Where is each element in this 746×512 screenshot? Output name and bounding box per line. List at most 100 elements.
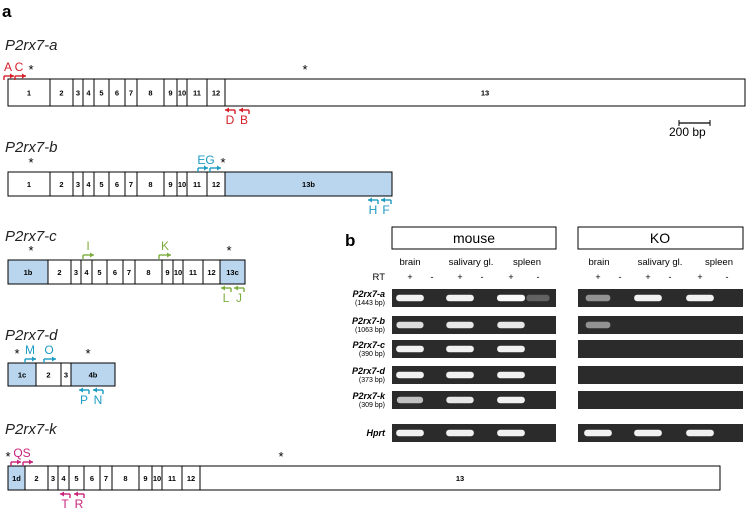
gel-rows: P2rx7-a(1443 bp)P2rx7-b(1063 bp)P2rx7-c(… bbox=[352, 289, 743, 442]
gel-band-mouse-lane-5 bbox=[497, 294, 525, 302]
primer-label-r: R bbox=[75, 497, 84, 511]
ko-col-salivary: salivary gl. bbox=[638, 257, 683, 268]
primer-label-m: M bbox=[25, 343, 35, 357]
group-label-mouse: mouse bbox=[453, 230, 495, 246]
gene-b-exon-label-4: 4 bbox=[86, 180, 91, 189]
gene-b-exon-1 bbox=[7, 171, 51, 197]
group-label-ko: KO bbox=[650, 230, 670, 246]
primer-p bbox=[79, 387, 90, 394]
gene-d-exon-label-1: 1c bbox=[18, 371, 26, 380]
gel-band-mouse-lane-3 bbox=[446, 294, 474, 302]
mouse-rt-sign-6: - bbox=[537, 272, 540, 282]
gene-c-exon-label-5: 5 bbox=[97, 268, 101, 277]
gel-band-ko-lane-5 bbox=[686, 294, 714, 302]
primer-label-l: L bbox=[223, 291, 230, 305]
gel-row-5: P2rx7-k(309 bp) bbox=[352, 391, 743, 409]
gene-b-exon-label-11: 11 bbox=[193, 180, 201, 189]
gene-d-exon-label-3: 3 bbox=[64, 371, 68, 380]
gene-a-exon-label-7: 7 bbox=[129, 89, 133, 98]
stop-star-7: * bbox=[14, 346, 19, 361]
gene-k-exon-label-4: 4 bbox=[61, 474, 66, 483]
gel-band-mouse-lane-5 bbox=[497, 429, 525, 437]
gene-d-exon-label-4: 4b bbox=[89, 371, 98, 380]
gene-k-exon-label-5: 5 bbox=[74, 474, 78, 483]
gel-band-ko-lane-5 bbox=[686, 429, 714, 437]
mouse-rt-sign-3: + bbox=[457, 272, 462, 282]
gel-row-label: P2rx7-b bbox=[352, 316, 386, 326]
gene-c-exon-label-2: 2 bbox=[57, 268, 61, 277]
primer-q bbox=[10, 459, 21, 466]
gel-row-size: (373 bp) bbox=[359, 377, 385, 384]
gene-a-exon-13 bbox=[224, 78, 746, 107]
gene-k-exon-label-13: 13 bbox=[456, 474, 464, 483]
gel-strip-ko bbox=[578, 316, 743, 334]
gel-row-size: (390 bp) bbox=[359, 351, 385, 358]
gel-row-size: (309 bp) bbox=[359, 402, 385, 409]
gel-band-mouse-lane-5 bbox=[497, 371, 525, 379]
gel-band-mouse-lane-5 bbox=[497, 396, 525, 404]
primer-label-q-s: QS bbox=[13, 446, 30, 460]
panel-a-label: a bbox=[2, 2, 12, 21]
gene-b-exon-label-9: 9 bbox=[168, 180, 172, 189]
gel-row-label: P2rx7-d bbox=[352, 366, 386, 376]
mouse-col-spleen: spleen bbox=[513, 257, 541, 268]
scale-bar-label: 200 bp bbox=[669, 125, 706, 139]
gene-k-exon-label-11: 11 bbox=[168, 474, 176, 483]
primer-label-j: J bbox=[236, 291, 242, 305]
gene-b-exon-label-1: 1 bbox=[27, 180, 31, 189]
stop-star-1: * bbox=[28, 62, 33, 77]
gene-c-exon-label-10: 10 bbox=[174, 268, 182, 277]
gene-name-d: P2rx7-d bbox=[5, 327, 58, 344]
stop-star-3: * bbox=[28, 155, 33, 170]
gene-b-exon-label-8: 8 bbox=[148, 180, 152, 189]
stop-star-5: * bbox=[28, 243, 33, 258]
primer-label-b: B bbox=[240, 113, 248, 127]
primer-k bbox=[158, 252, 171, 259]
gene-k-exon-label-12: 12 bbox=[187, 474, 195, 483]
primer-t bbox=[60, 491, 71, 498]
gene-name-b: P2rx7-b bbox=[5, 139, 58, 156]
gene-a-exon-label-12: 12 bbox=[212, 89, 220, 98]
primer-label-h: H bbox=[369, 203, 378, 217]
gel-band-mouse-lane-1 bbox=[396, 321, 424, 329]
gene-c-exon-label-1: 1b bbox=[24, 268, 33, 277]
gel-band-ko-lane-3 bbox=[634, 294, 662, 302]
gene-d: 1c 2 3 4b bbox=[7, 362, 116, 387]
gene-a-exon-label-10: 10 bbox=[178, 89, 186, 98]
gel-band-ko-lane-1 bbox=[584, 429, 612, 437]
primer-l bbox=[221, 285, 232, 292]
group-box-mouse bbox=[391, 226, 557, 250]
gene-k-exon-label-2: 2 bbox=[34, 474, 38, 483]
ko-rt-sign-5: + bbox=[697, 272, 702, 282]
ko-rt-sign-4: - bbox=[669, 272, 672, 282]
gene-c-exon-label-12: 12 bbox=[207, 268, 215, 277]
gel-band-mouse-lane-1 bbox=[396, 396, 424, 404]
gene-c-exon-label-3: 3 bbox=[74, 268, 78, 277]
gel-row-6: Hprt bbox=[367, 424, 743, 442]
gel-band-mouse-lane-3 bbox=[446, 321, 474, 329]
rt-label: RT bbox=[373, 272, 386, 283]
gene-a-exon-label-4: 4 bbox=[86, 89, 91, 98]
gene-a-exon-label-6: 6 bbox=[115, 89, 119, 98]
primer-label-i: I bbox=[86, 239, 89, 253]
gene-b-exon-label-5: 5 bbox=[99, 180, 103, 189]
ko-rt-sign-1: + bbox=[595, 272, 600, 282]
primer-n bbox=[93, 387, 104, 394]
gene-c-exon-label-11: 11 bbox=[189, 268, 197, 277]
gel-row-4: P2rx7-d(373 bp) bbox=[352, 366, 743, 384]
gel-strip-ko bbox=[578, 340, 743, 358]
gel-row-label: P2rx7-a bbox=[352, 289, 385, 299]
mouse-rt-sign-2: - bbox=[431, 272, 434, 282]
gene-d-exon-label-2: 2 bbox=[46, 371, 50, 380]
gene-k-exon-label-7: 7 bbox=[104, 474, 108, 483]
scale-bar: 200 bp bbox=[669, 120, 711, 139]
stop-star-2: * bbox=[302, 62, 307, 77]
gene-c-exon-label-13: 13c bbox=[226, 268, 239, 277]
gel-band-mouse-lane-3 bbox=[446, 429, 474, 437]
panel-b-label: b bbox=[345, 231, 355, 250]
gel-row-3: P2rx7-c(390 bp) bbox=[352, 340, 743, 358]
